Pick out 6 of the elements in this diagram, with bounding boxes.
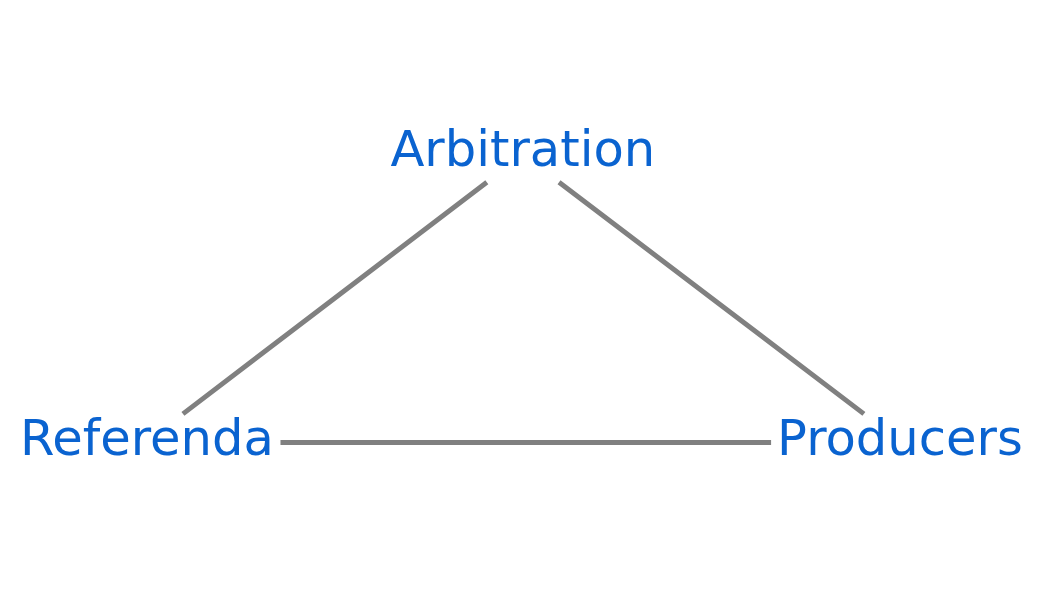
- node-text: Producers: [777, 408, 1023, 467]
- connector: [280, 440, 772, 445]
- node-text: Referenda: [20, 408, 274, 467]
- connector: [181, 180, 489, 416]
- node-text: Arbitration: [390, 119, 656, 178]
- connector: [557, 180, 866, 416]
